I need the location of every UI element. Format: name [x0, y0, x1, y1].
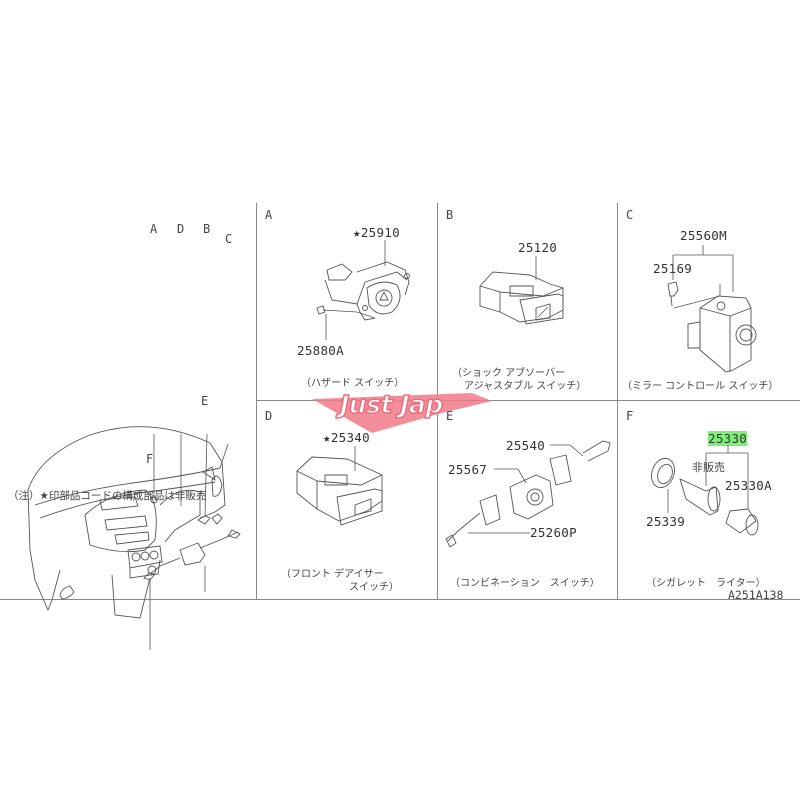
panel-c-letter: C: [626, 208, 634, 222]
part-number-25120[interactable]: 25120: [518, 240, 558, 255]
shock-absorber-switch-drawing: [479, 256, 564, 325]
part-number-25339[interactable]: 25339: [646, 514, 686, 529]
part-number-25560m[interactable]: 25560M: [680, 228, 727, 243]
panel-e-caption: （コンビネーション スイッチ）: [450, 578, 600, 589]
panel-f-caption: （シガレット ライター）: [646, 578, 766, 589]
part-number-25340[interactable]: ★25340: [323, 430, 370, 445]
callout-e: E: [201, 394, 209, 408]
part-number-25567[interactable]: 25567: [448, 462, 488, 477]
panel-e-letter: E: [446, 409, 454, 423]
frame-divider-1: [256, 203, 257, 600]
hazard-switch-drawing: [316, 240, 410, 340]
panel-e-combination-switch: E 25540 25567 25260P （コンビネーション スイッチ）: [438, 401, 618, 599]
panel-d-front-deicer-switch: D ★25340 （フロント デアイサー スイッチ）: [257, 401, 437, 599]
frame-mid-horizontal: [256, 400, 800, 401]
part-number-25880a[interactable]: 25880A: [297, 343, 344, 358]
mirror-control-switch-drawing: [667, 245, 757, 373]
callout-d: D: [177, 222, 185, 236]
panel-f-cigarette-lighter: F 25330 非販売 25330A 25339 （シガレット ライター） A2…: [618, 401, 800, 602]
part-number-25330-highlighted[interactable]: 25330: [708, 431, 748, 446]
panel-b-shock-absorber-switch: B 25120 （ショック アブソーバー アジャスタブル スイッチ）: [438, 200, 618, 400]
overview-panel: A D B C E F （注）★印部品コードの構成部品は非販売: [0, 200, 256, 650]
panel-b-caption-line1: （ショック アブソーバー: [452, 368, 566, 379]
panel-d-caption-line2: スイッチ）: [349, 582, 399, 593]
callout-a: A: [150, 222, 158, 236]
dashboard-drawing: [27, 426, 241, 650]
callout-c: C: [225, 232, 233, 246]
part-number-25910[interactable]: ★25910: [353, 225, 400, 240]
frame-divider-3: [617, 203, 618, 600]
panel-a-letter: A: [265, 208, 273, 222]
callout-b: B: [203, 222, 211, 236]
panel-d-letter: D: [265, 409, 273, 423]
drawing-code: A251A138: [728, 588, 784, 602]
part-number-25540[interactable]: 25540: [506, 438, 546, 453]
callout-f: F: [146, 452, 154, 466]
frame-bottom-line: [0, 599, 800, 600]
panel-a-caption: （ハザード スイッチ）: [301, 378, 405, 389]
part-number-25260p[interactable]: 25260P: [530, 525, 577, 540]
front-deicer-switch-drawing: [296, 446, 383, 526]
cigarette-lighter-drawing: [651, 445, 759, 536]
panel-f-letter: F: [626, 409, 634, 423]
panel-c-caption: （ミラー コントロール スイッチ）: [622, 381, 779, 392]
combination-switch-drawing: [445, 440, 611, 548]
panel-d-caption-line1: （フロント デアイサー: [281, 569, 384, 580]
panel-b-caption-line2: アジャスタブル スイッチ）: [464, 381, 587, 392]
panel-a-hazard-switch: A ★25910 25880A （ハザード スイッチ）: [257, 200, 437, 400]
part-number-25169[interactable]: 25169: [653, 261, 693, 276]
panel-b-letter: B: [446, 208, 454, 222]
watermark-logo: Just Jap: [339, 389, 444, 419]
panel-c-mirror-control-switch: C 25560M 25169 （ミラー コントロール スイッチ）: [618, 200, 800, 400]
not-sold-label: 非販売: [692, 461, 725, 474]
watermark-arrow: [312, 393, 492, 433]
not-sold-note: （注）★印部品コードの構成部品は非販売: [8, 490, 207, 502]
